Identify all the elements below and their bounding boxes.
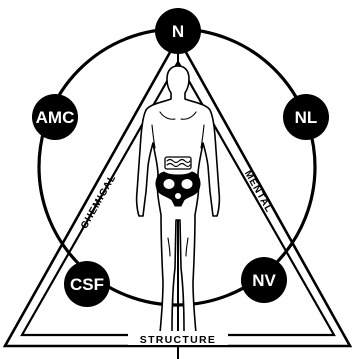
node-upper-right-label: NL — [295, 108, 318, 127]
intestine-block — [165, 157, 191, 169]
node-lower-left: CSF — [64, 261, 110, 307]
node-lower-right: NV — [241, 257, 287, 303]
node-upper-right: NL — [283, 94, 329, 140]
mental-label: MENTAL — [242, 169, 275, 215]
structure-label: STRUCTURE — [140, 334, 216, 346]
pelvis-left-opening — [164, 179, 175, 189]
node-lower-right-label: NV — [252, 271, 276, 290]
pelvis-right-opening — [182, 179, 193, 189]
node-lower-left-label: CSF — [70, 275, 104, 294]
node-top: N — [155, 8, 201, 54]
node-top-label: N — [172, 22, 184, 41]
pelvis-center-opening — [175, 193, 181, 199]
node-upper-left: AMC — [32, 94, 78, 140]
node-upper-left-label: AMC — [36, 108, 75, 127]
